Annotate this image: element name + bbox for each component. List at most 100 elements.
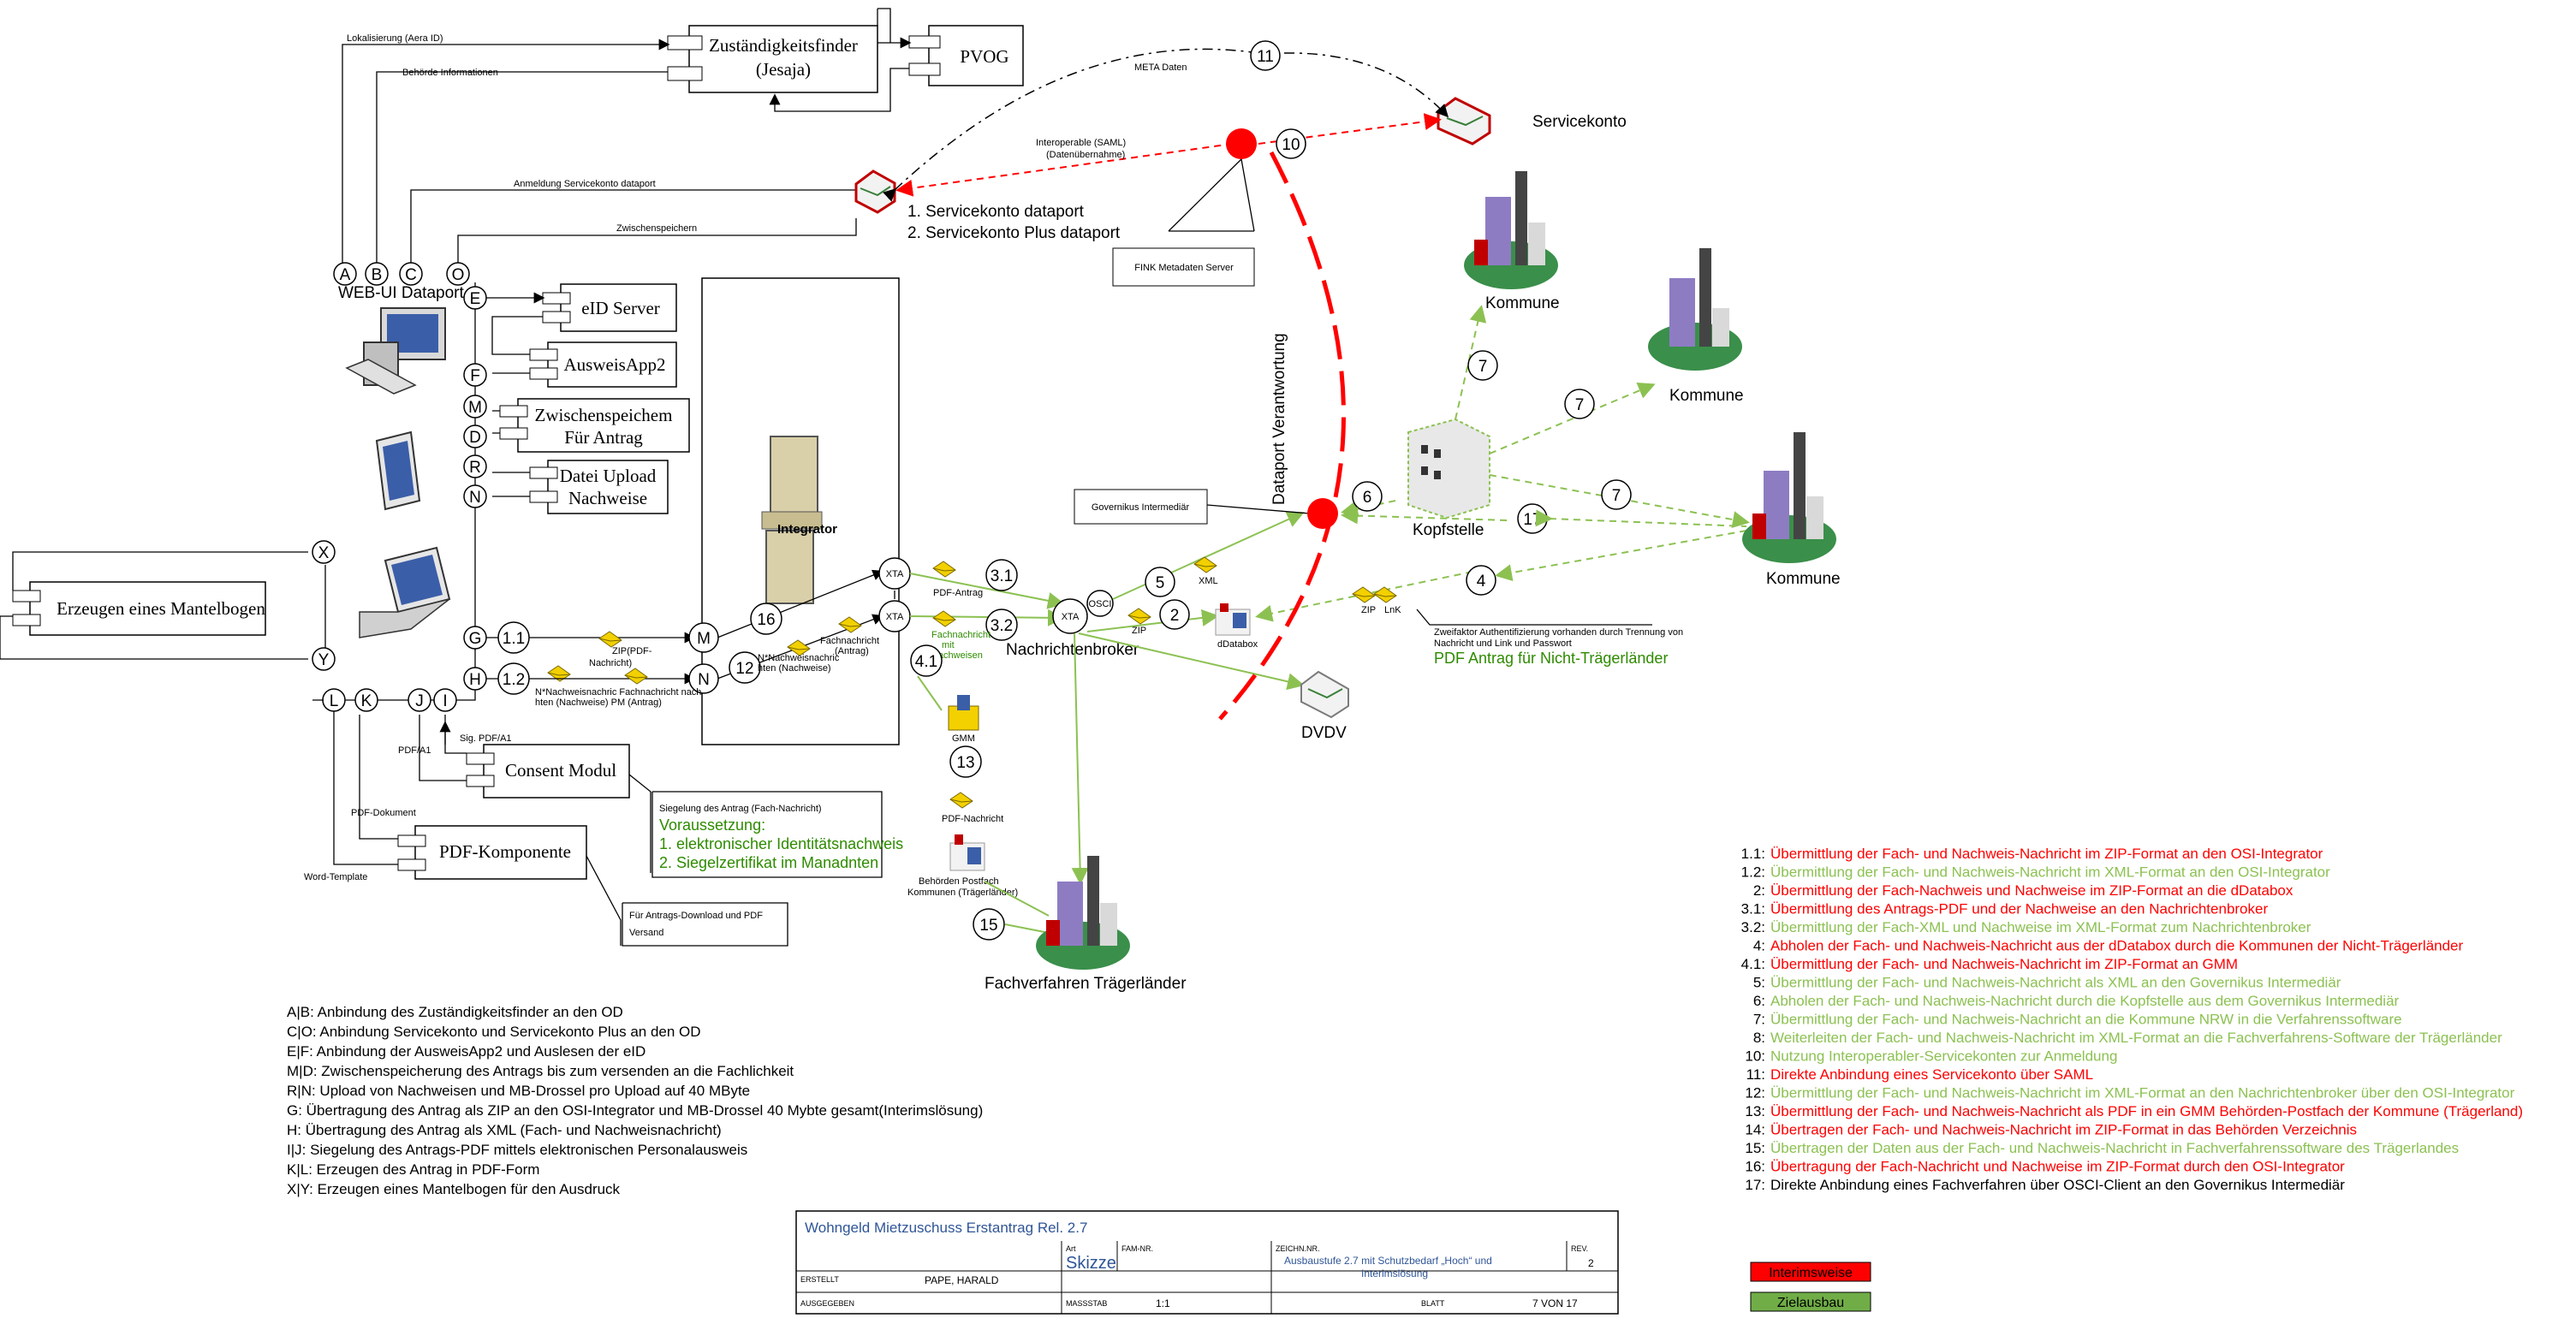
right-legend-num: 1.1: <box>1741 846 1765 862</box>
zip2-label: ZIP <box>1361 605 1376 615</box>
ausweisapp2-label: AusweisApp2 <box>564 354 666 375</box>
nachweis-1: N*Nachweisnachric Fachnachricht nach <box>535 687 701 698</box>
fach-mit-3: Nachweisen <box>931 650 983 661</box>
right-legend-num: 2: <box>1753 882 1765 899</box>
ddatabox-icon <box>1215 603 1251 636</box>
step-16: 16 <box>757 611 775 629</box>
right-legend-text: Direkte Anbindung eines Fachverfahren üb… <box>1770 1177 2345 1193</box>
zip-pdf-2: Nachricht) <box>589 658 632 668</box>
tb-erstellt: PAPE, HARALD <box>925 1274 999 1286</box>
ziel-label: Zielausbau <box>1777 1296 1844 1310</box>
step-1-2: 1.2 <box>503 671 525 689</box>
left-legend-4: R|N: Upload von Nachweisen und MB-Drosse… <box>287 1083 750 1099</box>
title-block: Wohngeld Mietzuschuss Erstantrag Rel. 2.… <box>795 1210 1619 1315</box>
word-template-label: Word-Template <box>304 872 367 882</box>
interim-label: Interimsweise <box>1769 1266 1853 1280</box>
node-b: B <box>372 266 383 284</box>
servicekonto-dataport-2: 2. Servicekonto Plus dataport <box>907 224 1121 242</box>
node-a: A <box>340 266 351 284</box>
right-legend-num: 5: <box>1753 975 1765 991</box>
node-i: I <box>443 692 447 710</box>
tb-massstab: 1:1 <box>1156 1297 1170 1309</box>
pdf-dokument-label: PDF-Dokument <box>351 808 416 818</box>
node-g: G <box>469 630 482 648</box>
fuer-antrags-1: Für Antrags-Download und PDF <box>629 911 763 921</box>
servicekonto-dataport-1: 1. Servicekonto dataport <box>907 203 1085 221</box>
right-legend-num: 4.1: <box>1741 956 1765 972</box>
broker-osci: OSCI <box>1089 599 1112 609</box>
tb-fam-label: FAM-NR. <box>1121 1244 1153 1253</box>
dataport-verantwortung: Dataport Verantwortung <box>1270 333 1288 505</box>
right-legend-text: Nutzung Interoperabler-Servicekonten zur… <box>1770 1048 2117 1065</box>
eid-server-box: eID Server <box>542 283 677 332</box>
lokalisierung-label: Lokalisierung (Aera ID) <box>347 33 443 44</box>
datei-upload-box: Datei Upload Nachweise <box>529 460 669 514</box>
step-2: 2 <box>1170 607 1180 625</box>
zweifaktor-2: Nachricht und Link und Passwort <box>1434 638 1572 649</box>
right-legend-num: 8: <box>1753 1030 1765 1046</box>
kommune-right-icon <box>1742 432 1836 563</box>
pdf-komponente-label: PDF-Komponente <box>439 841 571 862</box>
step-17: 17 <box>1523 511 1541 529</box>
left-legend-0: A|B: Anbindung des Zuständigkeitsfinder … <box>287 1004 623 1020</box>
zweifaktor-1: Zweifaktor Authentifizierung vorhanden d… <box>1434 627 1683 638</box>
xta-1: XTA <box>886 569 904 579</box>
datei-upload-label: Datei Upload <box>560 466 657 486</box>
node-circles: A B C O E F M D R N X Y G H L K J I <box>312 262 487 712</box>
sig-pdf-label: Sig. PDF/A1 <box>460 733 512 744</box>
right-legend-text: Abholen der Fach- und Nachweis-Nachricht… <box>1770 993 2400 1009</box>
fach-antrag-1: Fachnachricht <box>820 636 879 646</box>
behoerde-info-label: Behörde Informationen <box>402 68 498 78</box>
step-4-1: 4.1 <box>915 653 937 671</box>
governikus-label: Governikus Intermediär <box>1092 502 1190 513</box>
right-legend-num: 12: <box>1745 1085 1765 1101</box>
voraussetzung-1: 1. elektronischer Identitätsnachweis <box>659 835 903 852</box>
gmm-label: GMM <box>952 733 975 744</box>
red-hub-6 <box>1307 498 1338 529</box>
ddatabox-label: dDatabox <box>1217 639 1258 650</box>
fach-antrag-2: (Antrag) <box>835 646 869 656</box>
fachverfahren-label: Fachverfahren Trägerländer <box>985 975 1187 993</box>
zustaendigkeitsfinder-sub: (Jesaja) <box>756 59 811 80</box>
right-legend-num: 15: <box>1745 1140 1765 1156</box>
zustaendigkeitsfinder-box: Zuständigkeitsfinder (Jesaja) <box>667 25 878 93</box>
kommune-mid-icon <box>1648 248 1742 371</box>
tb-blatt: 7 VON 17 <box>1532 1297 1578 1309</box>
voraussetzung-label: Voraussetzung: <box>659 816 765 834</box>
step-3-1: 3.1 <box>991 567 1013 585</box>
right-legend-text: Übermittlung des Antrags-PDF und der Nac… <box>1770 901 2268 917</box>
step-12: 12 <box>735 660 753 678</box>
behoerden-postfach-icon <box>949 834 985 871</box>
dvdv-icon <box>1300 670 1349 719</box>
left-legend-6: H: Übertragung des Antrag als XML (Fach-… <box>287 1122 722 1138</box>
step-10: 10 <box>1282 136 1300 154</box>
pdf-nachricht-label: PDF-Nachricht <box>942 814 1003 824</box>
right-legend-text: Direkte Anbindung eines Servicekonto übe… <box>1770 1066 2093 1083</box>
pdf-a1-label: PDF/A1 <box>398 745 431 756</box>
step-13: 13 <box>956 754 974 772</box>
right-legend-text: Übermittlung der Fach-XML und Nachweise … <box>1770 919 2311 935</box>
step-7a: 7 <box>1478 358 1488 376</box>
right-legend-num: 11: <box>1746 1066 1765 1083</box>
tb-blatt-label: BLATT <box>1421 1299 1445 1308</box>
desktop-computer-icon <box>345 307 446 395</box>
consent-modul-box: Consent Modul <box>466 744 630 799</box>
right-legend-num: 1.2: <box>1741 864 1765 881</box>
right-legend-text: Übermittlung der Fach- und Nachweis-Nach… <box>1770 956 2238 972</box>
right-legend-num: 3.1: <box>1741 901 1765 917</box>
tb-zeichn-label: ZEICHN.NR. <box>1276 1244 1320 1253</box>
left-legend-2: E|F: Anbindung der AusweisApp2 und Ausle… <box>287 1043 645 1060</box>
mantelbogen-box: Erzeugen eines Mantelbogen <box>12 581 266 636</box>
right-legend-num: 13: <box>1745 1103 1765 1119</box>
step-4: 4 <box>1477 573 1486 591</box>
right-legend-num: 4: <box>1753 938 1765 954</box>
web-ui-label: WEB-UI Dataport <box>338 284 464 302</box>
tb-rev-label: REV. <box>1571 1244 1588 1253</box>
right-legend-text: Übertragung der Fach-Nachricht und Nachw… <box>1770 1159 2345 1175</box>
zwischenspeicher-label: Zwischenspeichem <box>535 405 673 425</box>
left-legend-9: X|Y: Erzeugen eines Mantelbogen für den … <box>287 1181 621 1197</box>
node-n: N <box>469 489 481 507</box>
node-e: E <box>470 290 481 308</box>
zip-pdf-1: ZIP(PDF- <box>612 646 652 656</box>
